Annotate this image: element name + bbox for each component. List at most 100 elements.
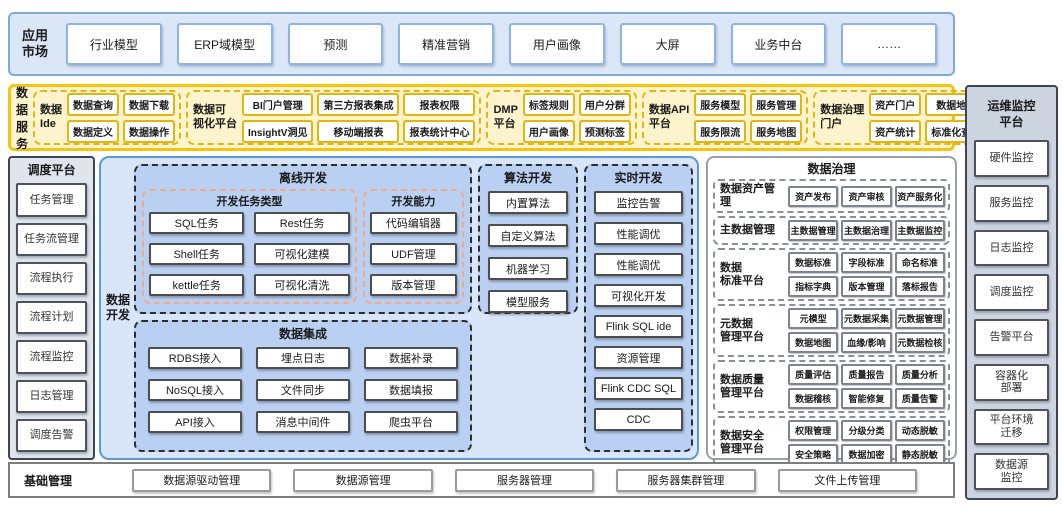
module-cdc: CDC — [594, 408, 683, 431]
module-service-mgmt: 服务管理 — [750, 92, 803, 116]
module-container-deploy: 容器化 部署 — [974, 363, 1049, 401]
module-user-profile-dmp: 用户画像 — [522, 119, 575, 143]
module-permission-mgmt: 权限管理 — [788, 420, 839, 442]
module-platform-env-migration: 平台环境 迁移 — [974, 408, 1049, 446]
module-bi-portal: BI门户管理 — [242, 92, 314, 116]
module-kettle-task: kettle任务 — [149, 274, 245, 296]
module-file-sync: 文件同步 — [256, 379, 350, 401]
base-mgmt-label: 基础管理 — [24, 473, 73, 488]
module-tracking-log: 埋点日志 — [256, 347, 350, 369]
group-governance-portal: 数据治理 门户 资产门户 数据地图 资产统计 标准化查询 — [813, 90, 994, 145]
dev-capabilities-title: 开发能力 — [391, 196, 436, 208]
module-precision-marketing: 精准营销 — [398, 23, 495, 65]
module-standard-report: 落标报告 — [894, 276, 945, 298]
group-data-visualization: 数据可 视化平台 BI门户管理 第三方报表集成 报表权限 InsightV洞见 … — [186, 90, 482, 145]
module-rdbs-access: RDBS接入 — [148, 347, 242, 369]
app-market-label: 应用 市场 — [22, 27, 49, 59]
module-api-access: API接入 — [148, 411, 242, 433]
module-asset-portal: 资产门户 — [869, 92, 922, 116]
algorithm-dev-title: 算法开发 — [503, 171, 552, 185]
module-taskflow-mgmt: 任务流管理 — [16, 222, 87, 256]
module-data-operation: 数据操作 — [123, 119, 176, 143]
module-datasource-driver-mgmt: 数据源驱动管理 — [132, 468, 272, 492]
gov-security-label: 数据安全 管理平台 — [720, 429, 764, 455]
module-process-plan: 流程计划 — [16, 301, 87, 335]
algorithm-dev-section: 算法开发 内置算法 自定义算法 机器学习 模型服务 — [478, 164, 578, 314]
module-schedule-alert: 调度告警 — [16, 418, 87, 453]
module-perf-tuning-1: 性能调优 — [594, 222, 683, 245]
gov-quality-row: 数据质量 管理平台 质量评估 质量报告 质量分析 数据稽核 智能修复 质量告警 — [713, 360, 950, 414]
ops-monitor-title: 运维监控 平台 — [987, 99, 1036, 129]
group-dmp: DMP 平台 标签规则 用户分群 用户画像 预测标签 — [486, 90, 637, 145]
module-data-supplement: 数据补录 — [364, 347, 458, 369]
module-service-model: 服务模型 — [694, 92, 747, 116]
module-big-screen: 大屏 — [619, 23, 716, 65]
module-asset-publish: 资产发布 — [788, 185, 839, 207]
module-server-mgmt: 服务器管理 — [454, 468, 595, 492]
module-service-monitor: 服务监控 — [974, 184, 1049, 222]
base-mgmt-band: 基础管理 数据源驱动管理 数据源管理 服务器管理 服务器集群管理 文件上传管理 — [8, 462, 955, 498]
module-builtin-algorithm: 内置算法 — [488, 191, 568, 214]
module-sql-task: SQL任务 — [149, 212, 245, 234]
group-dmp-label: DMP 平台 — [493, 104, 518, 130]
module-meta-model: 元模型 — [788, 308, 839, 330]
module-insightv: InsightV洞见 — [242, 119, 314, 143]
realtime-dev-title: 实时开发 — [614, 171, 663, 185]
module-schedule-monitor: 调度监控 — [974, 274, 1049, 312]
module-model-service: 模型服务 — [488, 290, 568, 313]
module-data-standard: 数据标准 — [788, 252, 839, 274]
group-governance-portal-label: 数据治理 门户 — [820, 104, 865, 130]
module-custom-algorithm: 自定义算法 — [488, 224, 568, 247]
dev-capabilities-group: 开发能力 代码编辑器 UDF管理 版本管理 — [362, 189, 464, 304]
module-data-map-meta: 数据地图 — [788, 332, 839, 354]
module-data-definition: 数据定义 — [67, 119, 120, 143]
module-message-middleware: 消息中间件 — [256, 411, 350, 433]
module-nosql-access: NoSQL接入 — [148, 379, 242, 401]
module-business-middle-platform: 业务中台 — [730, 23, 827, 65]
module-data-download: 数据下载 — [123, 92, 176, 116]
module-lineage-impact: 血缘/影响 — [841, 332, 892, 354]
module-process-exec: 流程执行 — [16, 261, 87, 296]
module-user-profile: 用户画像 — [509, 23, 605, 65]
data-services-label: 数据 服务 — [16, 85, 29, 151]
module-rest-task: Rest任务 — [254, 212, 350, 234]
module-user-segmentation: 用户分群 — [578, 92, 631, 116]
module-tag-rules: 标签规则 — [522, 92, 575, 116]
module-metadata-collect: 元数据采集 — [841, 308, 892, 330]
offline-dev-title: 离线开发 — [278, 171, 327, 185]
realtime-dev-section: 实时开发 监控告警 性能调优 性能调优 可视化开发 Flink SQL ide … — [584, 164, 693, 452]
module-erp-domain-model: ERP域模型 — [176, 23, 273, 65]
module-naming-standard: 命名标准 — [894, 252, 945, 274]
gov-master-data-label: 主数据管理 — [720, 224, 775, 237]
data-dev-panel: 数据 开发 离线开发 开发任务类型 SQL任务 Rest任务 Shell任务 可… — [99, 156, 699, 460]
scheduler-panel: 调度平台 任务管理 任务流管理 流程执行 流程计划 流程监控 日志管理 调度告警 — [8, 156, 95, 460]
module-report-stats-center: 报表统计中心 — [403, 119, 476, 143]
module-visual-cleaning: 可视化清洗 — [254, 274, 350, 296]
module-industry-model: 行业模型 — [66, 23, 162, 65]
group-data-ide: 数据 Ide 数据查询 数据下载 数据定义 数据操作 — [33, 90, 182, 145]
group-data-ide-label: 数据 Ide — [40, 104, 63, 130]
ops-monitor-panel: 运维监控 平台 硬件监控 服务监控 日志监控 调度监控 告警平台 容器化 部署 … — [965, 85, 1058, 500]
module-dynamic-masking: 动态脱敏 — [894, 420, 945, 442]
module-predict-tag: 预测标签 — [578, 119, 631, 143]
module-flink-cdc-sql: Flink CDC SQL — [594, 377, 683, 400]
gov-security-row: 数据安全 管理平台 权限管理 分级分类 动态脱敏 安全策略 数据加密 静态脱敏 — [713, 416, 950, 470]
module-asset-stats: 资产统计 — [869, 119, 922, 143]
module-visual-dev: 可视化开发 — [594, 284, 683, 307]
module-version-mgmt-std: 版本管理 — [841, 276, 892, 298]
module-forecast: 预测 — [287, 23, 384, 65]
module-metadata-check: 元数据检核 — [894, 332, 945, 354]
gov-master-data-row: 主数据管理 主数据管理 主数据治理 主数据监控 — [713, 216, 950, 246]
module-datasource-mgmt: 数据源管理 — [293, 468, 433, 492]
module-shell-task: Shell任务 — [149, 243, 245, 265]
module-process-monitor: 流程监控 — [16, 340, 87, 374]
module-perf-tuning-2: 性能调优 — [594, 253, 683, 276]
module-report-permission: 报表权限 — [403, 92, 476, 116]
module-crawler-platform: 爬虫平台 — [364, 411, 458, 433]
governance-title: 数据治理 — [807, 162, 856, 176]
module-service-map: 服务地图 — [750, 119, 803, 143]
module-version-mgmt: 版本管理 — [369, 274, 457, 296]
gov-data-standard-row: 数据 标准平台 数据标准 字段标准 命名标准 指标字典 版本管理 落标报告 — [713, 248, 950, 302]
module-field-standard: 字段标准 — [841, 252, 892, 274]
